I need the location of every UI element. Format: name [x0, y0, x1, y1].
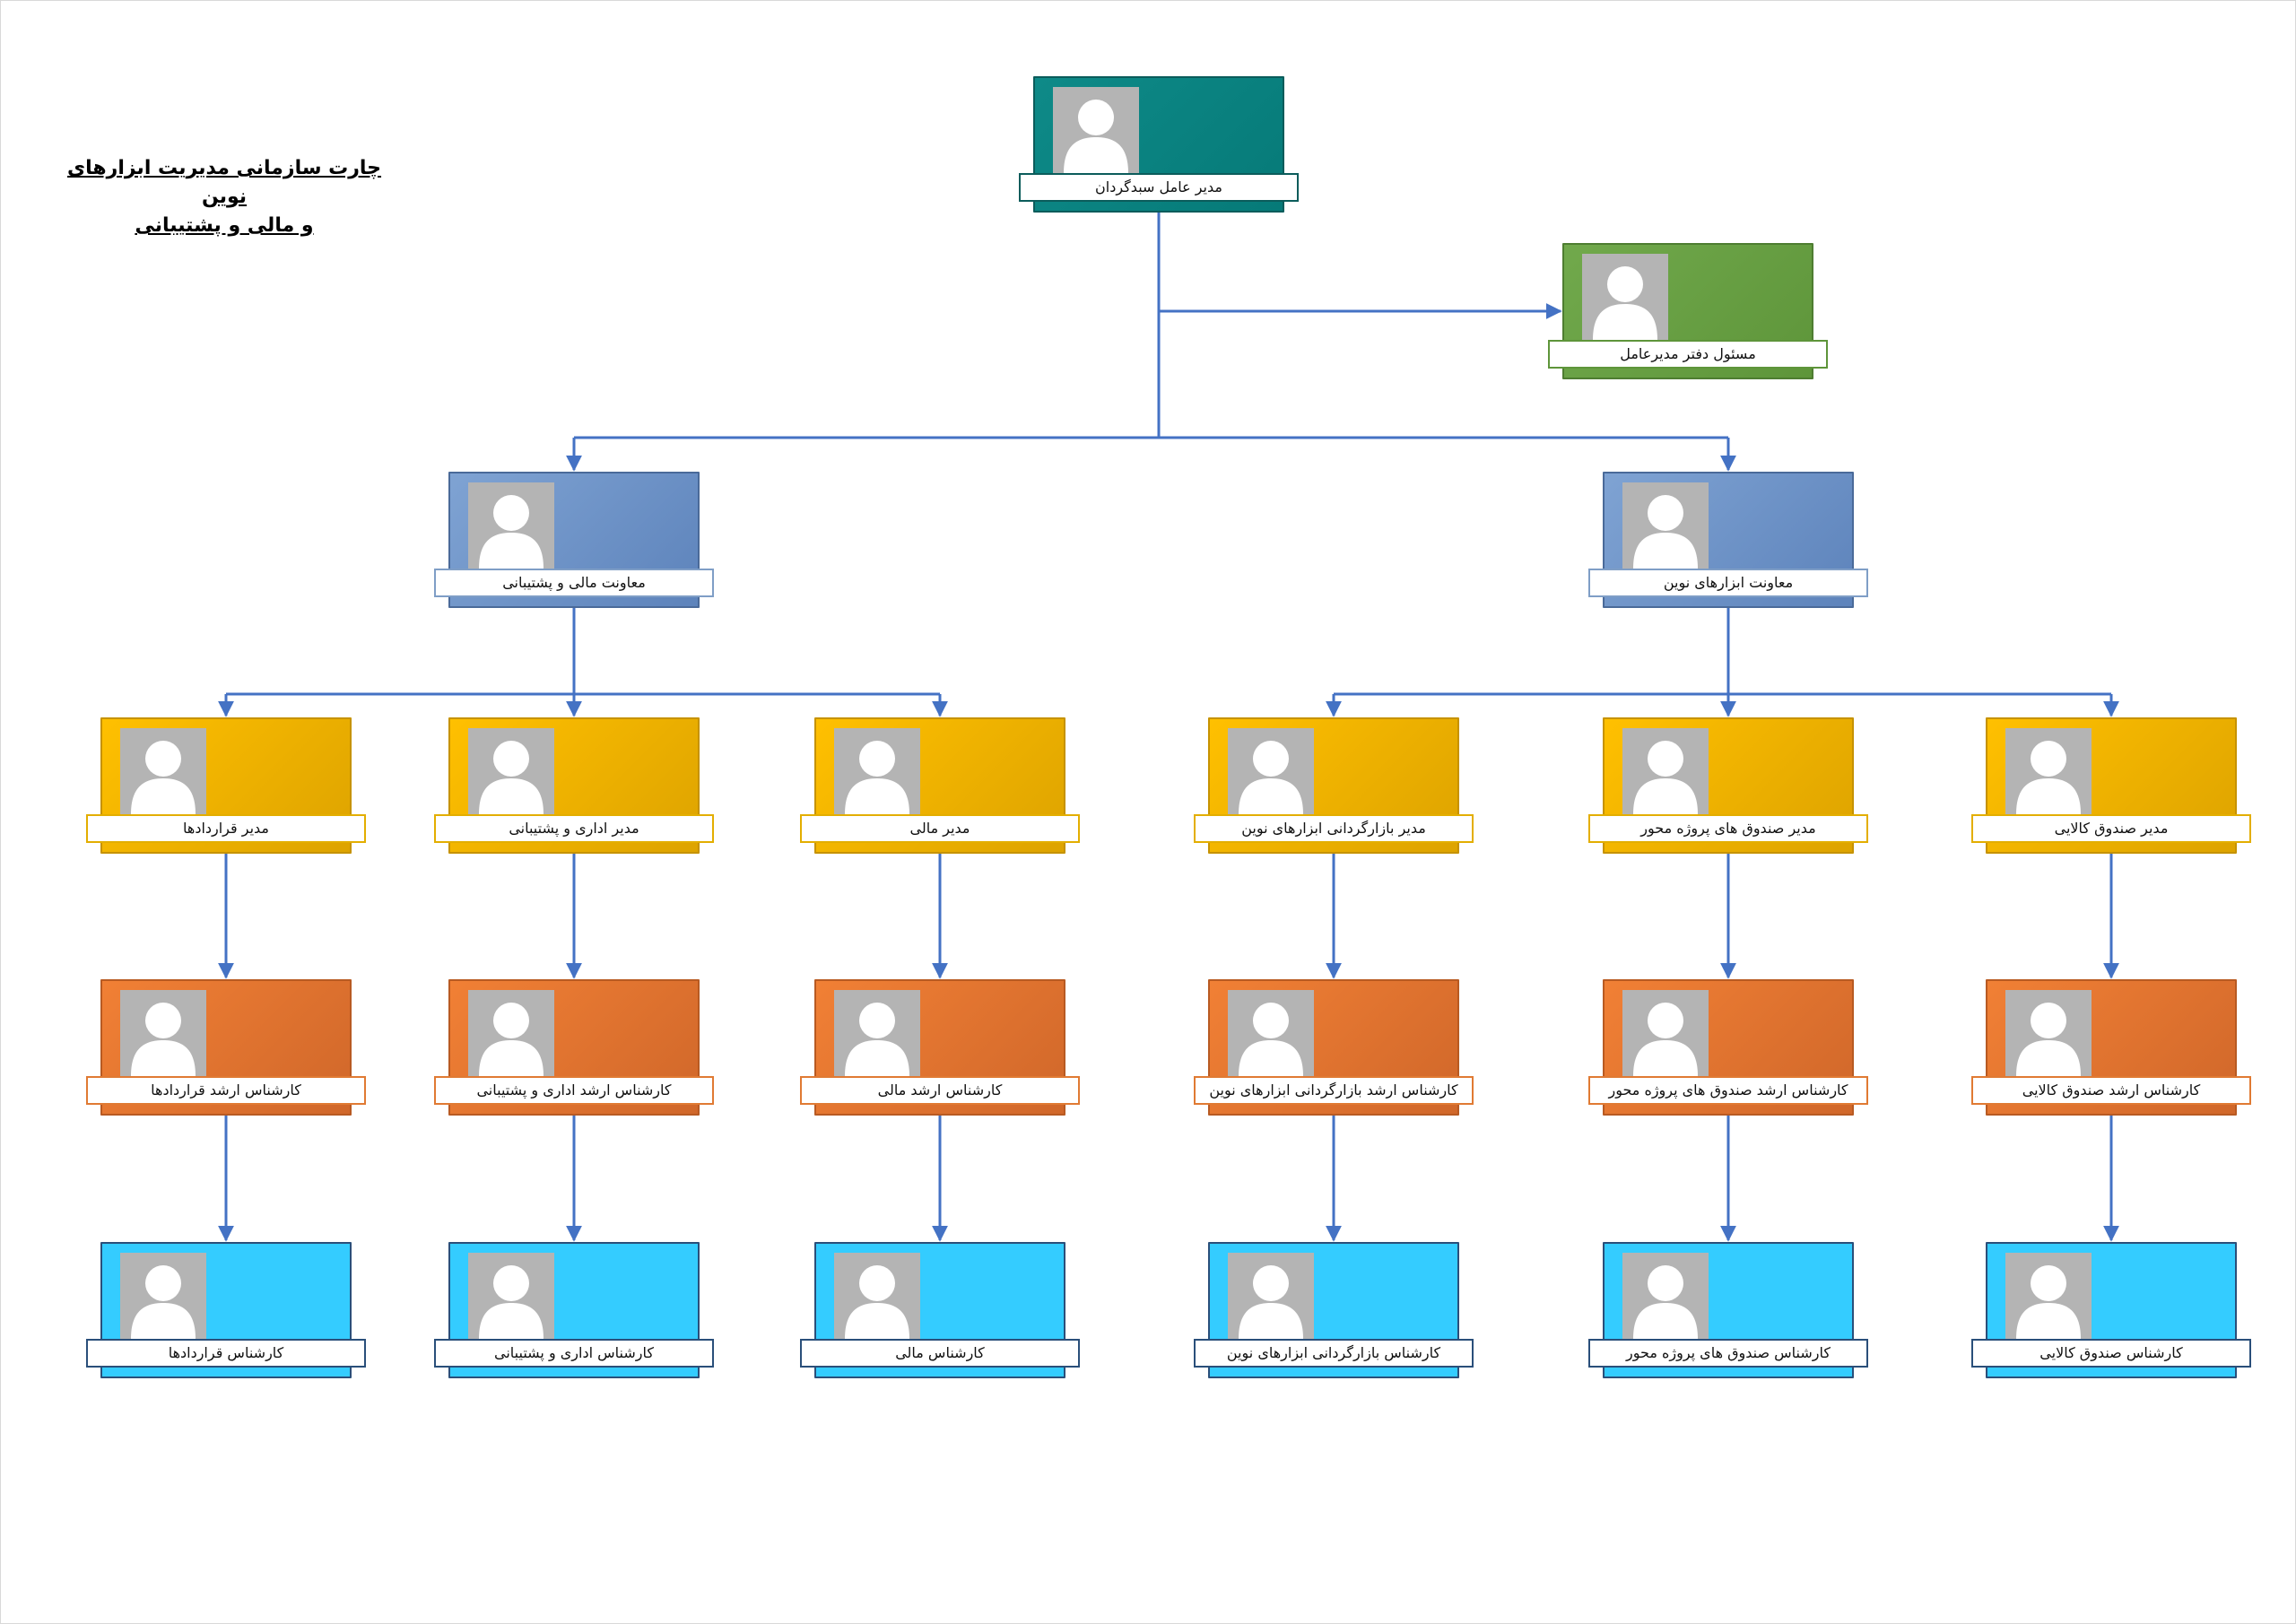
- node-project-funds-expert[interactable]: کارشناس صندوق های پروژه محور: [1588, 1242, 1868, 1378]
- person-silhouette-icon: [2005, 1253, 2092, 1339]
- node-label: مدیر عامل سبدگردان: [1019, 173, 1299, 202]
- person-silhouette-icon: [1053, 87, 1139, 173]
- node-contracts-manager[interactable]: مدیر قراردادها: [86, 717, 366, 854]
- node-commodity-expert[interactable]: کارشناس صندوق کالایی: [1971, 1242, 2251, 1378]
- node-label: کارشناس ارشد بازارگردانی ابزارهای نوین: [1194, 1076, 1474, 1105]
- node-project-funds-manager[interactable]: مدیر صندوق های پروژه محور: [1588, 717, 1868, 854]
- node-senior-admin[interactable]: کارشناس ارشد اداری و پشتیبانی: [434, 979, 714, 1116]
- node-finance-expert[interactable]: کارشناس مالی: [800, 1242, 1080, 1378]
- node-label: کارشناس بازارگردانی ابزارهای نوین: [1194, 1339, 1474, 1368]
- node-label: مدیر مالی: [800, 814, 1080, 843]
- node-senior-finance[interactable]: کارشناس ارشد مالی: [800, 979, 1080, 1116]
- node-commodity-fund-manager[interactable]: مدیر صندوق کالایی: [1971, 717, 2251, 854]
- node-label: مدیر قراردادها: [86, 814, 366, 843]
- node-label: معاونت ابزارهای نوین: [1588, 569, 1868, 597]
- person-silhouette-icon: [1622, 728, 1709, 814]
- person-silhouette-icon: [1228, 1253, 1314, 1339]
- person-silhouette-icon: [2005, 990, 2092, 1076]
- person-silhouette-icon: [1228, 990, 1314, 1076]
- node-label: کارشناس ارشد صندوق کالایی: [1971, 1076, 2251, 1105]
- node-label: کارشناس صندوق های پروژه محور: [1588, 1339, 1868, 1368]
- node-admin-expert[interactable]: کارشناس اداری و پشتیبانی: [434, 1242, 714, 1378]
- node-label: کارشناس ارشد قراردادها: [86, 1076, 366, 1105]
- node-label: مسئول دفتر مدیرعامل: [1548, 340, 1828, 369]
- person-silhouette-icon: [120, 1253, 206, 1339]
- person-silhouette-icon: [1228, 728, 1314, 814]
- node-finance-deputy[interactable]: معاونت مالی و پشتیبانی: [434, 472, 714, 608]
- node-label: مدیر اداری و پشتیبانی: [434, 814, 714, 843]
- node-label: کارشناس اداری و پشتیبانی: [434, 1339, 714, 1368]
- person-silhouette-icon: [834, 990, 920, 1076]
- person-silhouette-icon: [468, 728, 554, 814]
- chart-title-line-2: و مالی و پشتیبانی: [135, 214, 314, 237]
- node-senior-contracts[interactable]: کارشناس ارشد قراردادها: [86, 979, 366, 1116]
- node-label: کارشناس ارشد اداری و پشتیبانی: [434, 1076, 714, 1105]
- person-silhouette-icon: [468, 482, 554, 569]
- node-admin-manager[interactable]: مدیر اداری و پشتیبانی: [434, 717, 714, 854]
- person-silhouette-icon: [1622, 990, 1709, 1076]
- node-label: کارشناس صندوق کالایی: [1971, 1339, 2251, 1368]
- node-senior-commodity[interactable]: کارشناس ارشد صندوق کالایی: [1971, 979, 2251, 1116]
- node-finance-manager[interactable]: مدیر مالی: [800, 717, 1080, 854]
- node-label: معاونت مالی و پشتیبانی: [434, 569, 714, 597]
- node-contracts-expert[interactable]: کارشناس قراردادها: [86, 1242, 366, 1378]
- node-ceo-office[interactable]: مسئول دفتر مدیرعامل: [1548, 243, 1828, 379]
- person-silhouette-icon: [1622, 482, 1709, 569]
- person-silhouette-icon: [468, 1253, 554, 1339]
- person-silhouette-icon: [1582, 254, 1668, 340]
- node-label: کارشناس ارشد مالی: [800, 1076, 1080, 1105]
- person-silhouette-icon: [1622, 1253, 1709, 1339]
- node-senior-marketing[interactable]: کارشناس ارشد بازارگردانی ابزارهای نوین: [1194, 979, 1474, 1116]
- node-ceo[interactable]: مدیر عامل سبدگردان: [1019, 76, 1299, 213]
- node-senior-project-funds[interactable]: کارشناس ارشد صندوق های پروژه محور: [1588, 979, 1868, 1116]
- node-label: مدیر صندوق های پروژه محور: [1588, 814, 1868, 843]
- chart-title: چارت سازمانی مدیریت ابزارهای نوین و مالی…: [54, 154, 395, 240]
- node-label: کارشناس مالی: [800, 1339, 1080, 1368]
- person-silhouette-icon: [468, 990, 554, 1076]
- person-silhouette-icon: [834, 728, 920, 814]
- person-silhouette-icon: [834, 1253, 920, 1339]
- node-label: کارشناس قراردادها: [86, 1339, 366, 1368]
- chart-title-line-1: چارت سازمانی مدیریت ابزارهای نوین: [66, 157, 382, 208]
- node-label: مدیر بازارگردانی ابزارهای نوین: [1194, 814, 1474, 843]
- node-label: مدیر صندوق کالایی: [1971, 814, 2251, 843]
- node-marketing-manager[interactable]: مدیر بازارگردانی ابزارهای نوین: [1194, 717, 1474, 854]
- person-silhouette-icon: [120, 990, 206, 1076]
- person-silhouette-icon: [120, 728, 206, 814]
- node-marketing-expert[interactable]: کارشناس بازارگردانی ابزارهای نوین: [1194, 1242, 1474, 1378]
- person-silhouette-icon: [2005, 728, 2092, 814]
- node-novel-deputy[interactable]: معاونت ابزارهای نوین: [1588, 472, 1868, 608]
- node-label: کارشناس ارشد صندوق های پروژه محور: [1588, 1076, 1868, 1105]
